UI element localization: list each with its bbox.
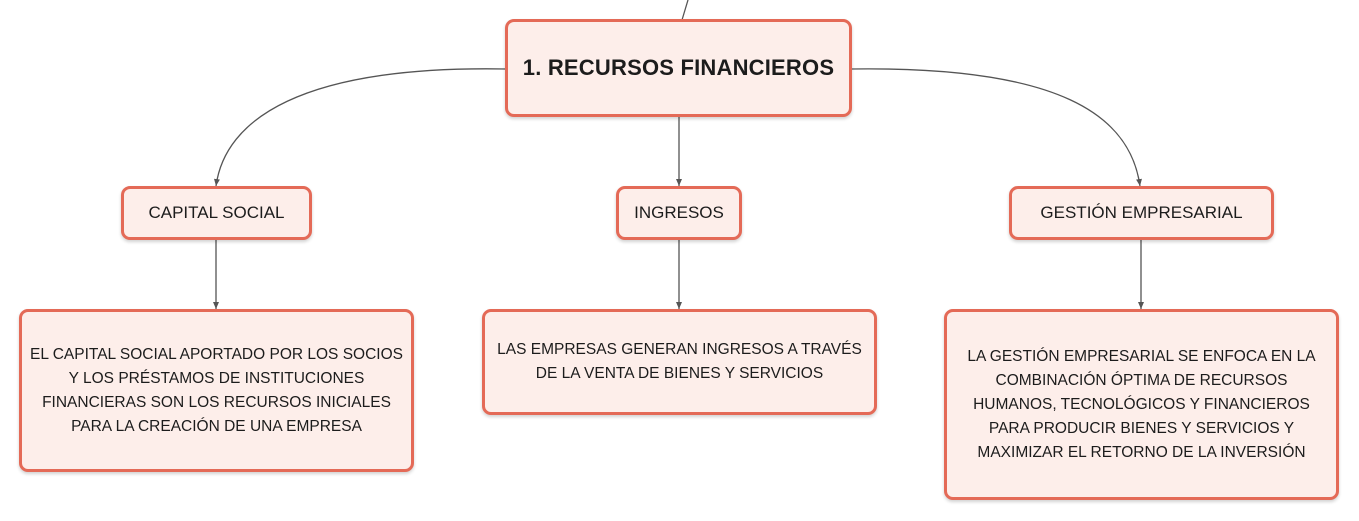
node-capital-social[interactable]: CAPITAL SOCIAL: [121, 186, 312, 240]
node-ingresos[interactable]: INGRESOS: [616, 186, 742, 240]
node-gestion-empresarial-description[interactable]: LA GESTIÓN EMPRESARIAL SE ENFOCA EN LA C…: [944, 309, 1339, 500]
node-gestion-empresarial-label: GESTIÓN EMPRESARIAL: [1040, 203, 1243, 222]
node-gestion-empresarial[interactable]: GESTIÓN EMPRESARIAL: [1009, 186, 1274, 240]
node-capital-social-description[interactable]: EL CAPITAL SOCIAL APORTADO POR LOS SOCIO…: [19, 309, 414, 472]
connector-parent: [681, 0, 689, 21]
node-ingresos-label: INGRESOS: [634, 203, 724, 222]
connector-root-capital: [213, 68, 508, 187]
capital-social-description-text: EL CAPITAL SOCIAL APORTADO POR LOS SOCIO…: [30, 345, 403, 435]
root-node[interactable]: 1. RECURSOS FINANCIEROS: [505, 19, 852, 117]
node-ingresos-description[interactable]: LAS EMPRESAS GENERAN INGRESOS A TRAVÉS D…: [482, 309, 877, 415]
node-capital-social-label: CAPITAL SOCIAL: [148, 203, 285, 222]
connector-root-gestion: [850, 68, 1142, 187]
root-node-label: 1. RECURSOS FINANCIEROS: [522, 55, 835, 80]
ingresos-description-text: LAS EMPRESAS GENERAN INGRESOS A TRAVÉS D…: [497, 341, 862, 382]
gestion-empresarial-description-text: LA GESTIÓN EMPRESARIAL SE ENFOCA EN LA C…: [967, 347, 1316, 461]
